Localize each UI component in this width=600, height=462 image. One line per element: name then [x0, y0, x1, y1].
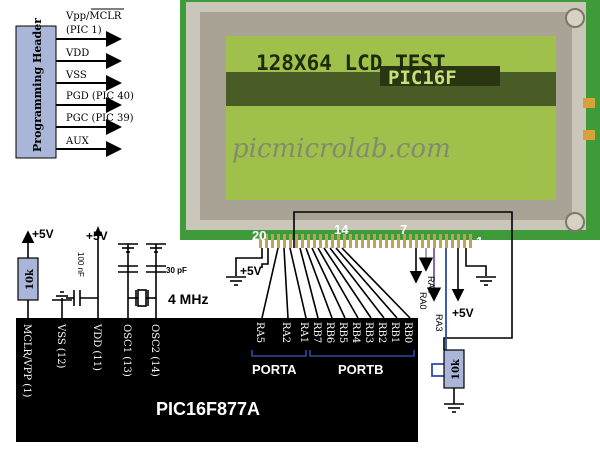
resistor-right-label: 10k [451, 358, 462, 380]
watermark: picmicrolab.com [232, 134, 451, 164]
vdd-arrow-icon [94, 226, 102, 236]
pin-ra5: RA5 [254, 322, 265, 343]
lcd-line1: 128X64 LCD TEST [256, 51, 446, 75]
pin-rb6: RB6 [324, 322, 335, 343]
pin-vdd: VDD (11) [91, 323, 102, 371]
pin-rb5: RB5 [337, 322, 348, 343]
pin-osc1: OSC1 (13) [121, 324, 132, 377]
header-pin-vpp: Vpp/MCLR [65, 11, 122, 22]
tap-label-ra4: RA4 [426, 276, 436, 294]
plus5v-reset: +5V [32, 227, 54, 241]
reset-circuit: +5V 10k [17, 227, 54, 318]
mount-hole [565, 8, 585, 28]
lcd-supply-label: +5V [240, 264, 262, 278]
plus5v-vdd: +5V [86, 229, 108, 243]
header-pin-vdd: VDD [65, 48, 89, 59]
control-lines [418, 248, 447, 377]
mcu-name: PIC16F877A [156, 399, 260, 419]
header-pin-vpp-sub: (PIC 1) [66, 25, 102, 36]
programming-header: Programming Header Vpp/MCLR (PIC 1) VDD … [15, 8, 134, 159]
header-pin-aux: AUX [65, 136, 90, 147]
tap-label-ra3: RA3 [434, 314, 444, 332]
header-pin-pgc: PGC (PIC 39) [66, 113, 134, 124]
pin-ra1: RA1 [298, 322, 309, 343]
lcd-pin-header [258, 234, 472, 248]
cap1-label: 100 nF [76, 252, 85, 277]
pin-ra2: RA2 [280, 322, 291, 343]
pin-rb7: RB7 [311, 322, 322, 343]
pin-number-20: 20 [252, 228, 266, 243]
tap-label-ra0: RA0 [418, 292, 428, 310]
lcd-wiring [235, 211, 513, 350]
lcd-line2-box [380, 66, 500, 86]
pin-number-7: 7 [400, 222, 407, 237]
pin-rb4: RB4 [350, 322, 361, 343]
header-pin-vss: VSS [65, 70, 87, 81]
pin-number-1: 1 [476, 234, 483, 249]
pin-rb2: RB2 [376, 322, 387, 343]
pin-number-14: 14 [334, 222, 349, 237]
resistor-left-label: 10k [25, 268, 36, 290]
lcd-module: 128X64 LCD TEST PIC16F picmicrolab.com 2… [180, 0, 600, 249]
mcu-body [16, 318, 418, 442]
oscillator [118, 243, 166, 318]
cap2-label: 30 pF [166, 266, 187, 275]
contrast-pot: 10k [443, 349, 465, 413]
pin-rb0: RB0 [402, 322, 413, 343]
crystal-label: 4 MHz [168, 291, 208, 307]
pin-rb1: RB1 [389, 322, 400, 343]
mount-hole [565, 212, 585, 232]
lcd-supply-label-pin2: +5V [452, 306, 474, 320]
lcd-screen [226, 36, 556, 200]
header-title: Programming Header [31, 18, 44, 152]
lcd-line2: PIC16F [388, 67, 457, 89]
pin-mclr: MCLR/VPP (1) [21, 324, 32, 398]
porta-label: PORTA [252, 362, 297, 377]
pin-osc2: OSC2 (14) [149, 324, 160, 377]
decoupling [52, 232, 99, 318]
header-pin-pgd: PGD (PIC 40) [66, 91, 134, 102]
pin-rb3: RB3 [363, 322, 374, 343]
portb-label: PORTB [338, 362, 384, 377]
pin-vss: VSS (12) [55, 323, 66, 369]
ground-symbol [226, 276, 496, 286]
port-brackets [251, 350, 415, 357]
mcu-chip: PIC16F877A MCLR/VPP (1) VSS (12) VDD (11… [16, 318, 418, 442]
